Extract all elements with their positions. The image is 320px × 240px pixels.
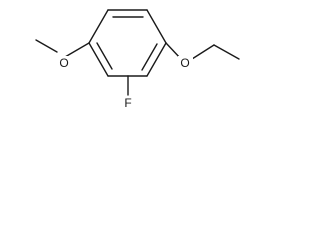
bond-methoxy-oxygen-to-methyl	[35, 39, 58, 53]
ring-bond-top-right	[146, 9, 167, 44]
methoxy-oxygen-background	[57, 56, 72, 71]
atom-labels: O F O	[57, 56, 193, 111]
bond-methylene-to-methyl	[213, 44, 240, 60]
benzene-ring	[88, 9, 167, 77]
ring-bond-bottom-left	[88, 42, 109, 77]
fluorine-background	[121, 96, 135, 111]
methoxy-oxygen-label: O	[59, 56, 68, 70]
molecule-drawing: O F O	[35, 9, 240, 111]
ethoxy-oxygen-label: O	[180, 56, 189, 70]
ring-double-bond-right	[141, 43, 158, 71]
ring-double-bond-left	[96, 42, 113, 70]
ring-bond-bottom-right	[146, 42, 167, 77]
ring-bond-top-left	[88, 9, 109, 44]
substituent-bonds	[35, 39, 240, 96]
bond-ethoxy-oxygen-to-methylene	[191, 44, 215, 60]
fluorine-label: F	[124, 96, 131, 110]
molecule-canvas: O F O	[0, 0, 250, 132]
bond-ring-to-methoxy-oxygen	[64, 42, 90, 58]
ethoxy-oxygen-background	[178, 56, 193, 71]
